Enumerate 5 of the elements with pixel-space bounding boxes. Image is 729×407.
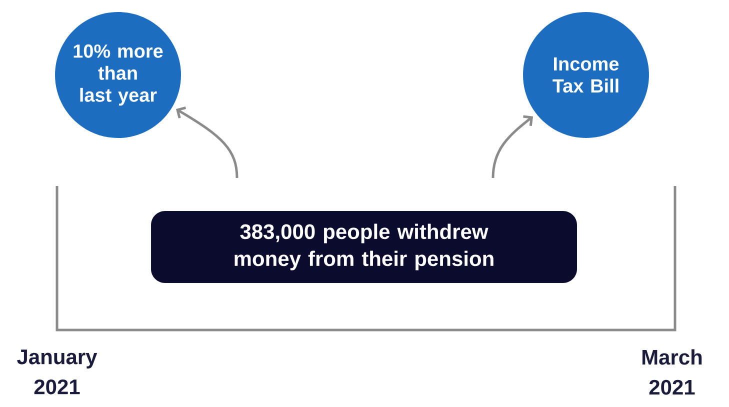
curved-arrow [492, 115, 534, 178]
date-label: March 2021 [642, 349, 702, 395]
date-label: January 2021 [17, 350, 98, 394]
info-box: 383,000 people withdrew money from their pension [151, 211, 577, 283]
curved-arrow [176, 106, 238, 178]
